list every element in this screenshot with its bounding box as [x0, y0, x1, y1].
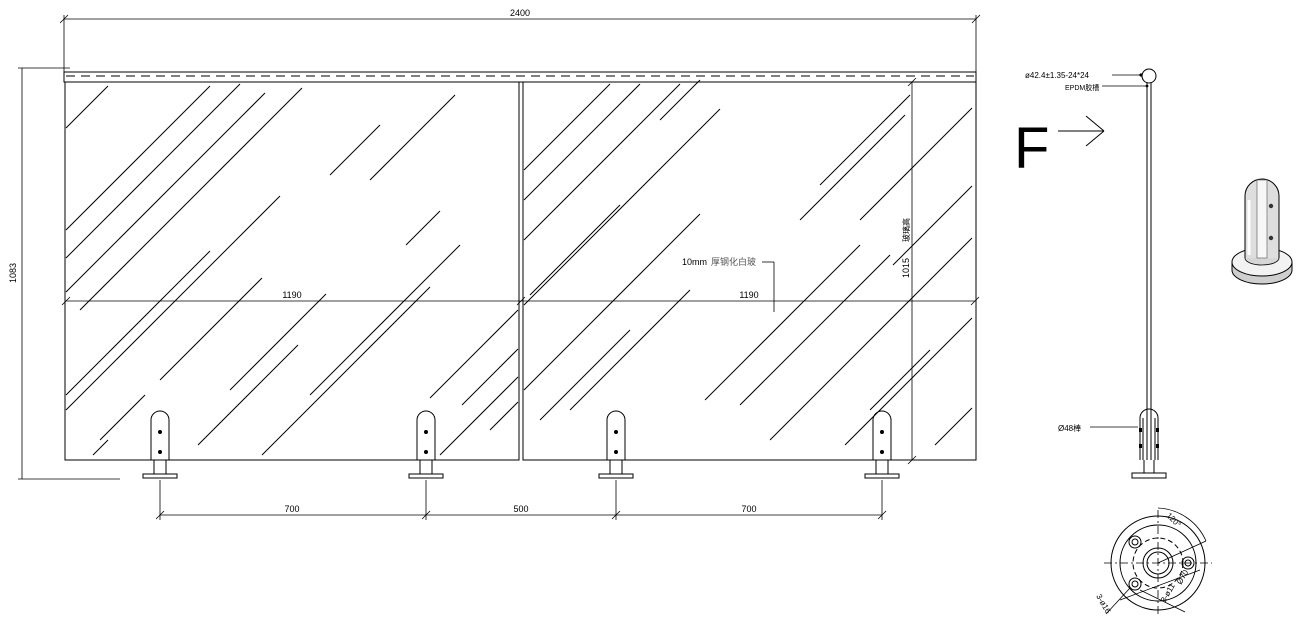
- bolt-hole-2: [1128, 577, 1142, 591]
- glass-thickness-value: 10mm: [682, 257, 707, 267]
- spigot-post-3: [598, 410, 634, 479]
- handrail: [63, 71, 977, 83]
- spigot-post-2: [408, 410, 444, 479]
- gasket-spec-label: EPDM胶槽: [1065, 83, 1099, 92]
- handrail-spec-label: ø42.4±1.35-24*24: [1025, 71, 1090, 80]
- glass-type-text: 厚钢化白玻: [711, 256, 756, 267]
- post-spacing-dimension: 700 500 700: [155, 480, 887, 520]
- overall-height-label: 1083: [8, 263, 18, 283]
- spigot-section: [1131, 408, 1167, 479]
- bolt-hole-1: [1128, 535, 1142, 549]
- post-spec-label: Ø48棒: [1058, 423, 1081, 433]
- overall-width-dimension: 2400: [59, 8, 981, 72]
- overall-height-dimension: 1083: [8, 67, 120, 480]
- spigot-post-4: [864, 410, 900, 479]
- panel-right-width-label: 1190: [739, 290, 758, 300]
- glass-height-suffix: 玻璃高: [901, 218, 911, 242]
- small-holes-label: 3-ø11: [1159, 581, 1177, 604]
- overall-width-label: 2400: [510, 8, 530, 18]
- force-letter: F: [1014, 116, 1049, 181]
- front-elevation: 2400 1083: [8, 8, 981, 520]
- spigot-3d-view: [1231, 178, 1293, 285]
- glass-spec-callout: 10mm 厚钢化白玻: [682, 256, 775, 312]
- spacing-middle-label: 500: [513, 504, 528, 514]
- glass-height-dimension: 1015 玻璃高: [901, 77, 917, 465]
- glass-panel-right: [522, 81, 977, 461]
- panel-left-width-label: 1190: [282, 290, 301, 300]
- bolt-hole-3: [1181, 556, 1195, 570]
- spacing-left-label: 700: [284, 504, 299, 514]
- post-spec-callout: Ø48棒: [1058, 423, 1138, 433]
- large-holes-label: 3-ø16: [1094, 593, 1113, 616]
- glass-panel-left: [64, 81, 520, 461]
- side-section: ø42.4±1.35-24*24 EPDM胶槽 Ø48棒: [1025, 68, 1167, 479]
- glass-hatch-right: [523, 79, 973, 446]
- glass-hatch-left: [65, 83, 519, 456]
- spigot-post-1: [142, 410, 178, 479]
- diameter-label: Ø70: [1175, 568, 1191, 586]
- force-indicator: F: [1014, 115, 1105, 181]
- base-plate-plan: 120° Ø70 3-ø11 3-ø16: [1094, 507, 1212, 616]
- handrail-section: [1141, 68, 1157, 84]
- panel-width-dimension: 1190 1190: [61, 290, 980, 306]
- spacing-right-label: 700: [741, 504, 756, 514]
- glass-height-label: 1015: [901, 258, 911, 278]
- handrail-spec-callout: ø42.4±1.35-24*24 EPDM胶槽: [1025, 71, 1149, 92]
